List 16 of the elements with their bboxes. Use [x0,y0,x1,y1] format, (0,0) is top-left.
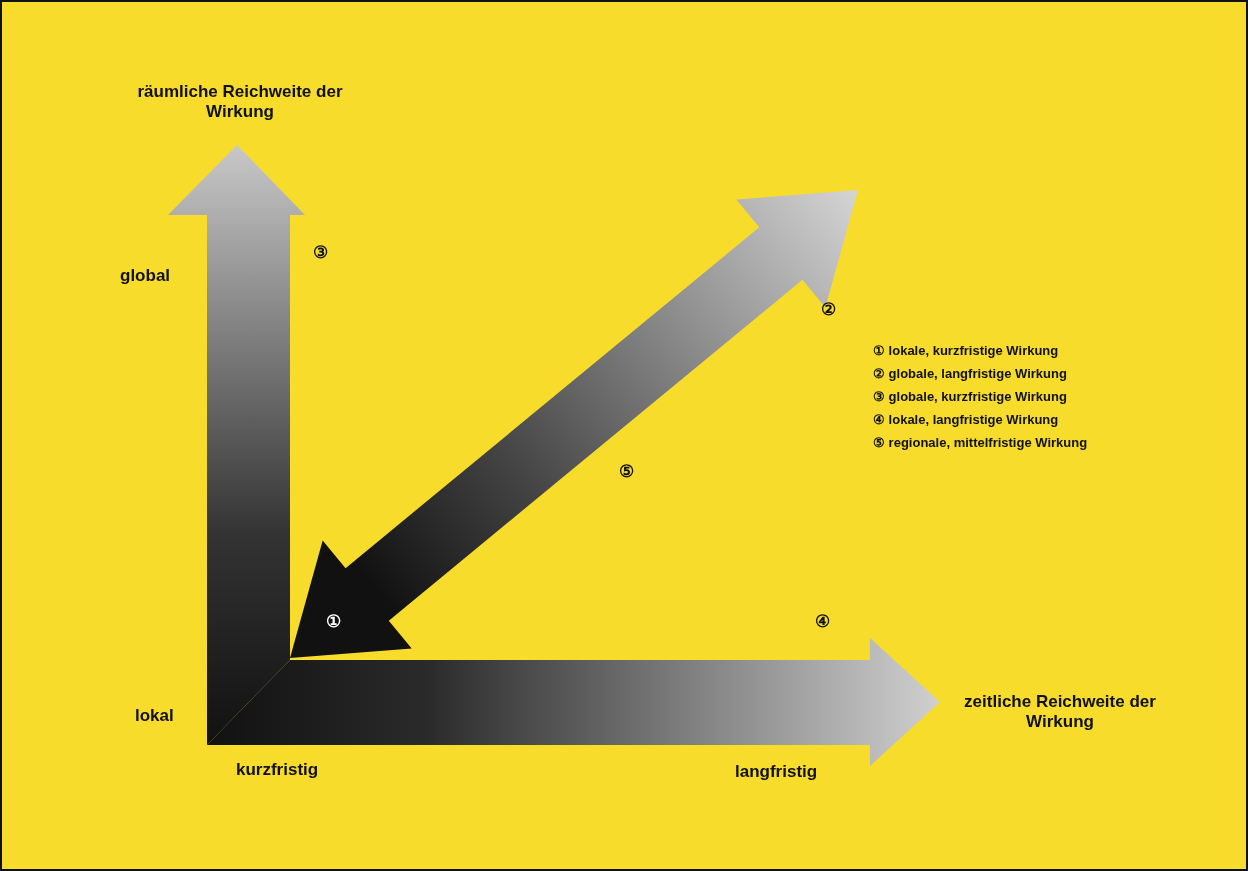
key-entry: ① lokale, kurzfristige Wirkung [873,344,1059,359]
callout-number: ⑤ [618,462,634,482]
callout-number: ③ [312,243,328,263]
axis-title: räumliche Reichweite der Wirkung [136,82,344,122]
callout-number: ② [820,300,836,320]
axis-label: lokal [135,706,174,726]
axis-label: langfristig [735,762,818,782]
key-entry: ④ lokale, langfristige Wirkung [873,413,1059,428]
axis-label: kurzfristig [236,760,319,780]
callout-number: ① [325,612,341,632]
axis-title: zeitliche Reichweite der Wirkung [963,692,1157,732]
axis-label: global [120,266,171,286]
key-entry: ⑤ regionale, mittelfristige Wirkung [873,436,1088,451]
key-entry: ③ globale, kurzfristige Wirkung [873,390,1067,405]
key-entry: ② globale, langfristige Wirkung [873,367,1067,382]
callout-number: ④ [814,612,830,632]
